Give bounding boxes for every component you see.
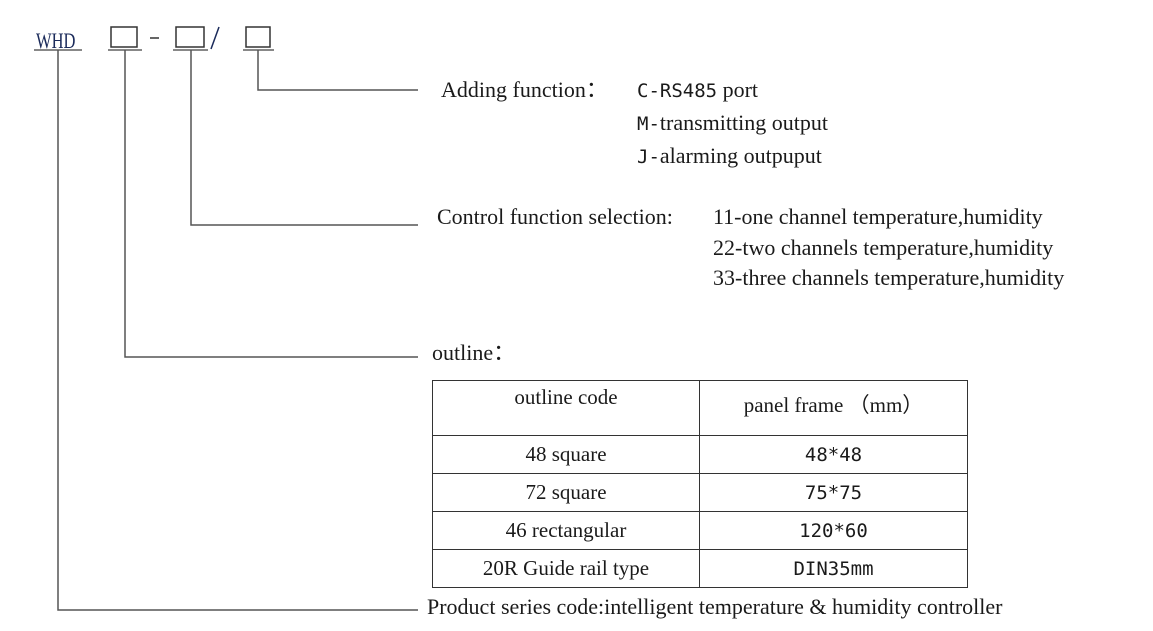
adding-option-j: J-alarming outpuput: [637, 143, 822, 168]
adding-option-c: C-RS485 port: [637, 77, 759, 102]
table-header-row: outline code panel frame （mm）: [432, 380, 968, 436]
header-outline-code: outline code: [432, 380, 700, 436]
panel-frame-cell: DIN35mm: [699, 549, 968, 588]
series-prefix: WHD: [36, 28, 76, 53]
control-option-11: 11-one channel temperature,humidity: [713, 204, 1043, 229]
adding-function-box: [245, 26, 271, 48]
panel-frame-cell: 120*60: [699, 511, 968, 550]
outline-code-cell: 72 square: [432, 473, 700, 512]
control-function-label: Control function selection:: [437, 204, 673, 229]
adding-function-label: Adding function：: [441, 77, 608, 102]
table-row: 20R Guide rail type DIN35mm: [432, 549, 968, 588]
outline-table: outline code panel frame （mm） 48 square …: [432, 380, 968, 588]
table-row: 48 square 48*48: [432, 435, 968, 474]
header-panel-frame: panel frame （mm）: [699, 380, 968, 436]
control-function-box: [175, 26, 205, 48]
table-row: 46 rectangular 120*60: [432, 511, 968, 550]
adding-option-m: M-transmitting output: [637, 110, 828, 135]
outline-code-cell: 20R Guide rail type: [432, 549, 700, 588]
panel-frame-cell: 75*75: [699, 473, 968, 512]
product-series-label: Product series code:intelligent temperat…: [427, 594, 1003, 619]
control-option-22: 22-two channels temperature,humidity: [713, 235, 1054, 260]
outline-code-cell: 48 square: [432, 435, 700, 474]
outline-code-cell: 46 rectangular: [432, 511, 700, 550]
panel-frame-cell: 48*48: [699, 435, 968, 474]
table-row: 72 square 75*75: [432, 473, 968, 512]
outline-label: outline：: [432, 340, 516, 365]
control-option-33: 33-three channels temperature,humidity: [713, 265, 1065, 290]
outline-code-box: [110, 26, 138, 48]
